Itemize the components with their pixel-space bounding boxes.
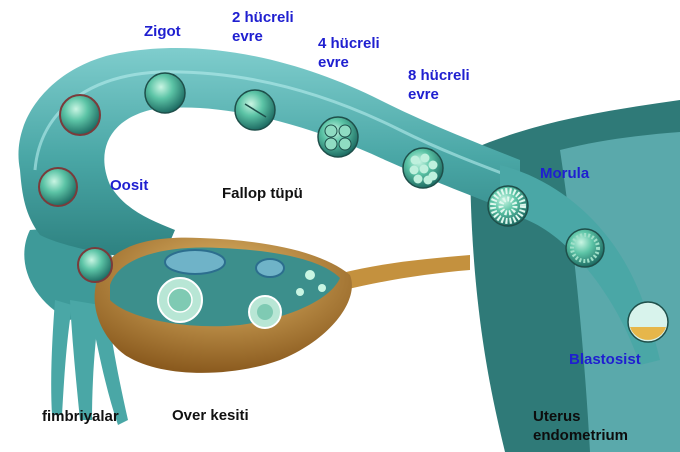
label-uterus: Uterus endometrium — [533, 408, 629, 444]
zygote-cell — [144, 72, 186, 114]
oocyte-cell-upper — [59, 94, 101, 136]
four-cell-embryo — [317, 116, 359, 158]
label-two-cell: 2 hücreli evre — [232, 9, 294, 45]
label-eight-cell: 8 hücreli evre — [408, 67, 470, 103]
morula-cell — [487, 185, 529, 227]
label-over: Over kesiti — [172, 407, 249, 424]
uterine-horn — [500, 165, 660, 365]
label-four-cell: 4 hücreli evre — [318, 35, 380, 71]
label-zigot: Zigot — [144, 23, 181, 40]
label-fallop: Fallop tüpü — [222, 185, 303, 202]
label-oosit: Oosit — [110, 177, 149, 194]
fimbriae — [51, 300, 128, 425]
label-blastosist: Blastosist — [569, 351, 641, 368]
follicles — [157, 249, 326, 329]
oocyte-released-cell — [77, 247, 113, 283]
fallopian-tube — [18, 47, 520, 265]
oocyte-cell-lower — [38, 167, 78, 207]
late-morula-cell — [565, 228, 605, 268]
eight-cell-embryo — [402, 147, 444, 189]
blastocyst-cell — [627, 301, 669, 343]
stage-cells — [38, 72, 669, 343]
label-morula: Morula — [540, 165, 590, 182]
two-cell-embryo — [234, 89, 276, 131]
label-fimbriyalar: fimbriyalar — [42, 408, 119, 425]
